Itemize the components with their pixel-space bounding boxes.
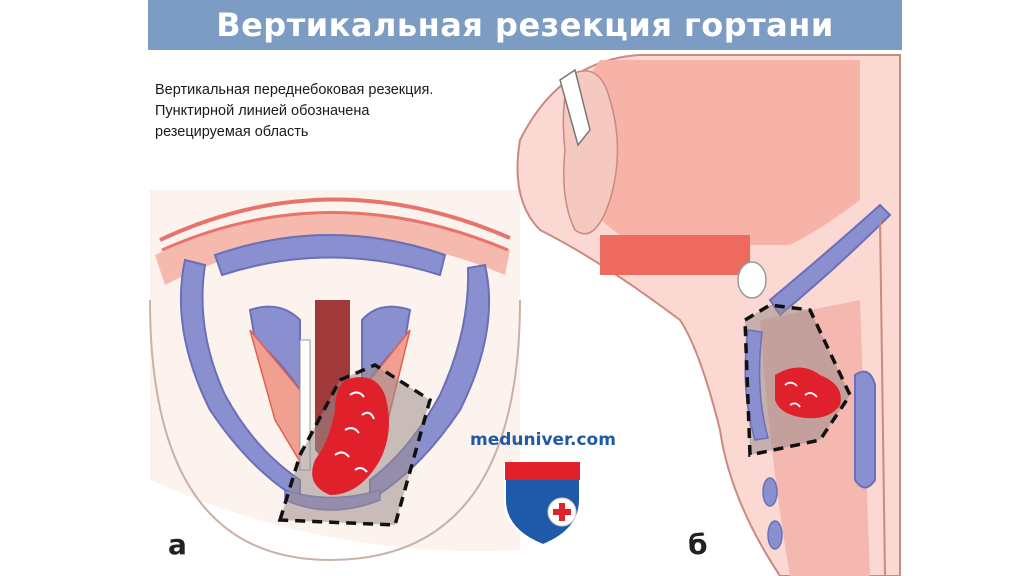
caption-line-1: Вертикальная переднебоковая резекция. [155, 82, 434, 98]
page-title: Вертикальная резекция гортани [216, 6, 834, 44]
panel-b-posterior-wall [879, 219, 886, 576]
title-bar: Вертикальная резекция гортани [148, 0, 902, 50]
panel-b-tracheal-ring [767, 520, 783, 550]
panel-b-epiglottic-cartilage [768, 203, 892, 317]
panel-a-outer-muscle-line [159, 197, 511, 242]
panel-a-tumor [312, 377, 389, 495]
panel-a-outer-ring [149, 299, 521, 562]
panel-a-tumor-texture [334, 391, 375, 473]
panel-a-resection-outline [277, 363, 433, 527]
caption-line-3: резецируемая область [155, 124, 309, 140]
panel-b-resection-outline [743, 303, 853, 458]
panel-b-hyoid [559, 68, 591, 147]
panel-a-epiglottis [213, 234, 447, 277]
panel-b-posterior-cartilage [854, 370, 876, 489]
panel-a-outer-muscle-line [161, 211, 509, 252]
meduniver-shield-icon [504, 461, 581, 547]
panel-a-label: а [168, 528, 187, 561]
panel-b-larynx-sagittal [516, 54, 901, 576]
panel-a-outer-muscle [155, 211, 510, 285]
panel-b-pharynx [574, 60, 860, 245]
watermark-text: meduniver.com [470, 430, 616, 450]
caption-line-2: Пунктирной линией обозначена [155, 103, 370, 119]
panel-b-tumor-texture [784, 381, 818, 408]
panel-b-red-band [600, 235, 750, 275]
panel-a-larynx-axial [149, 190, 521, 562]
panel-b-red-band-end [737, 261, 767, 299]
panel-b-tracheal-ring [762, 477, 778, 507]
caption: Вертикальная переднебоковая резекция. Пу… [155, 80, 515, 143]
panel-b-label: б [688, 528, 708, 561]
